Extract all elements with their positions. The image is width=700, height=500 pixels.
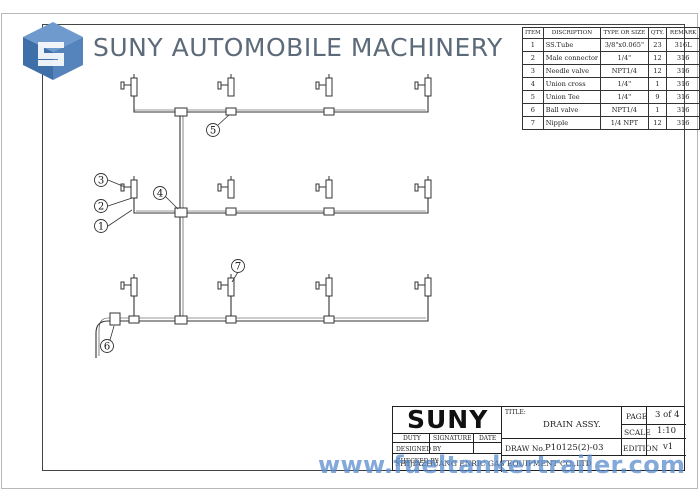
needle-valve-icon xyxy=(414,274,432,297)
edition-label: EDITION xyxy=(623,444,659,453)
union-tee-fitting xyxy=(128,315,140,324)
fittings xyxy=(109,107,335,326)
callout-numbers: 1 2 3 4 5 6 7 xyxy=(98,126,241,353)
table-row: 6 Ball valve NPT1/4 1 316 xyxy=(522,103,700,117)
bom-remark: 316 xyxy=(666,116,700,130)
inner-frame xyxy=(42,24,685,471)
duty-label: DUTY xyxy=(403,435,421,442)
middle-header-tube xyxy=(133,198,429,214)
table-row: 3 Needle valve NPT1/4 12 316 xyxy=(522,64,700,78)
union-tee-fitting xyxy=(174,107,188,117)
tb-divider xyxy=(393,433,501,434)
designed-by-label: DESIGNED BY xyxy=(396,446,442,453)
checked-by-label: CHECKED BY xyxy=(396,458,439,465)
ball-valve-fitting xyxy=(109,312,121,326)
callout-1 xyxy=(94,219,108,233)
pipe-lines xyxy=(95,96,429,358)
bom-desc: Nipple xyxy=(542,116,602,130)
page-value: 3 of 4 xyxy=(655,410,680,420)
title-block-logo: SUNY xyxy=(407,405,489,434)
callout-leaders xyxy=(107,114,239,341)
title-block: SUNY DUTY SIGNATURE DATE DESIGNED BY CHE… xyxy=(392,405,686,472)
tb-divider xyxy=(621,407,622,455)
tb-divider xyxy=(473,433,474,453)
needle-valve-icon xyxy=(414,176,432,199)
needle-valve-icon xyxy=(120,176,138,199)
tb-divider xyxy=(501,407,502,472)
bottom-header-tube xyxy=(95,296,429,358)
cube-logo-icon xyxy=(23,22,83,80)
callout-5 xyxy=(206,123,220,137)
callout-6 xyxy=(100,339,114,353)
scale-value: 1:10 xyxy=(657,426,677,436)
callout-number: 4 xyxy=(157,189,163,200)
needle-valve-icon xyxy=(217,74,235,97)
draw-number-label: DRAW No. xyxy=(505,444,546,453)
union-tee-fitting xyxy=(174,315,188,325)
table-row: 7 Nipple 1/4 NPT 12 316 xyxy=(522,116,700,130)
bom-table: ITEM DISCRIPTION TYPE OR SIZE QTY. REMAR… xyxy=(522,27,700,130)
draw-number: P10125(2)-03 xyxy=(545,443,604,453)
callout-3 xyxy=(94,173,108,187)
callout-number: 5 xyxy=(210,126,216,137)
callout-number: 2 xyxy=(98,202,104,213)
union-tee-fitting xyxy=(225,315,237,324)
tb-divider xyxy=(501,455,686,456)
date-label: DATE xyxy=(479,435,497,442)
callout-7 xyxy=(231,259,245,273)
tb-divider xyxy=(621,438,686,439)
bom-size: 1/4" xyxy=(600,90,649,104)
callout-4 xyxy=(153,186,167,200)
tb-divider xyxy=(393,453,501,454)
bom-header-row: ITEM DISCRIPTION TYPE OR SIZE QTY. REMAR… xyxy=(522,27,700,39)
callout-number: 1 xyxy=(98,222,104,233)
needle-valve-icon xyxy=(315,274,333,297)
tb-divider xyxy=(646,407,647,455)
needle-valve-icon xyxy=(315,176,333,199)
callout-number: 6 xyxy=(104,342,110,353)
needle-valve-icon xyxy=(217,274,235,297)
scale-label: SCALE xyxy=(624,428,651,437)
needle-valve-icon xyxy=(120,274,138,297)
tb-divider xyxy=(621,424,686,425)
brand-name: SUNY AUTOMOBILE MACHINERY xyxy=(93,33,503,62)
union-cross-fitting xyxy=(174,207,188,218)
bom-qty: 12 xyxy=(647,116,668,130)
needle-valve-icon xyxy=(315,74,333,97)
union-tee-fitting xyxy=(323,107,335,116)
needle-valves xyxy=(120,74,432,297)
tb-divider xyxy=(429,433,430,453)
needle-valve-icon xyxy=(414,74,432,97)
table-row: 1 SS.Tube 3/8"x0.065" 23 316L xyxy=(522,38,700,52)
outer-frame xyxy=(1,13,698,489)
union-tee-fitting xyxy=(323,207,335,216)
page-label: PAGE xyxy=(626,412,648,421)
company-name: SHIJIAZHUANG ENRIC GAS EQUIPMENT CO.,LTD xyxy=(395,459,592,468)
bom-size: 1/4 NPT xyxy=(600,116,649,130)
website-watermark[interactable]: www.fueltankertrailer.com xyxy=(318,451,686,479)
union-tee-fitting xyxy=(323,315,335,324)
tb-divider xyxy=(501,438,621,439)
table-row: 5 Union Tee 1/4" 9 316 xyxy=(522,90,700,104)
callout-circles xyxy=(94,123,245,353)
callout-number: 3 xyxy=(98,176,104,187)
needle-valve-icon xyxy=(120,74,138,97)
top-header-tube xyxy=(133,96,429,113)
drawing-title: DRAIN ASSY. xyxy=(543,420,601,430)
bottom-header-tube-inner xyxy=(98,317,426,356)
tb-divider xyxy=(393,442,501,443)
title-label: TITLE: xyxy=(505,409,526,416)
needle-valve-icon xyxy=(217,176,235,199)
callout-2 xyxy=(94,199,108,213)
union-tee-fitting xyxy=(225,107,237,116)
signature-label: SIGNATURE xyxy=(433,435,472,442)
table-row: 2 Male connector 1/4" 12 316 xyxy=(522,51,700,65)
callout-number: 7 xyxy=(235,262,241,273)
edition-value: v1 xyxy=(663,442,674,452)
union-tee-fitting xyxy=(225,207,237,216)
